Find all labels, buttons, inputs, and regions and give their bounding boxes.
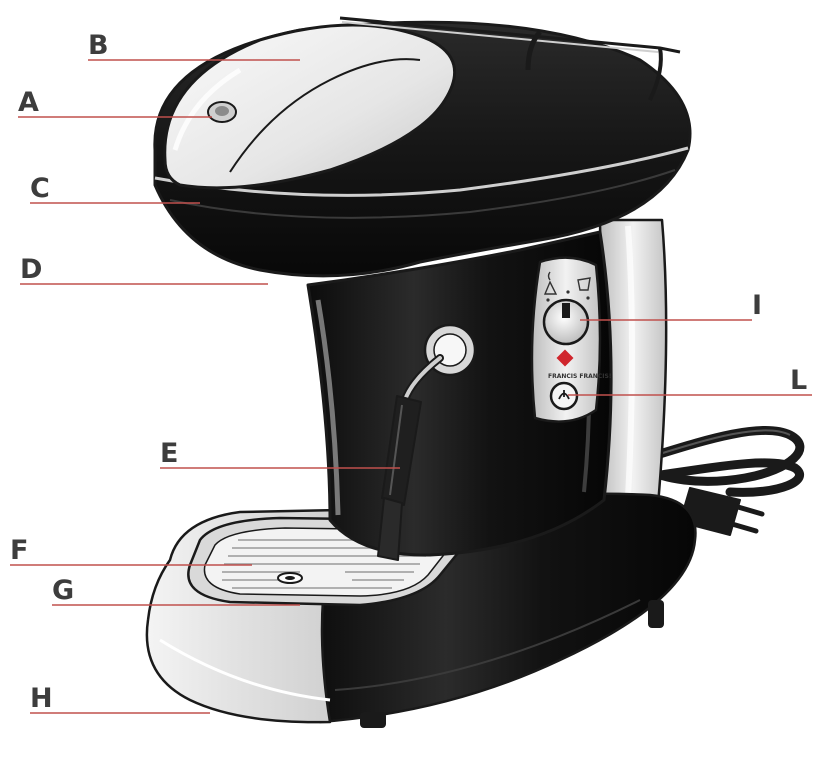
cup-icon [577, 277, 591, 291]
lid-release-button[interactable] [207, 101, 237, 123]
brand-logo: FRANCIS FRANCIS! [548, 349, 612, 380]
callout-letter-g: G [52, 575, 74, 606]
leader-lines [10, 59, 812, 714]
lid [163, 23, 457, 190]
cup-rail [339, 16, 681, 101]
power-button[interactable] [549, 381, 579, 411]
callout-letter-h: H [30, 683, 53, 714]
callout-letter-l: L [790, 365, 807, 396]
callout-letters: A B C D E F G H I L [10, 30, 807, 714]
rear-column [598, 218, 668, 507]
callout-letter-d: D [20, 254, 42, 285]
selector-knob[interactable] [542, 298, 590, 346]
steam-wand [377, 323, 477, 561]
callout-letter-f: F [10, 535, 28, 566]
brand-label: FRANCIS FRANCIS! [548, 373, 612, 380]
callout-letter-b: B [88, 30, 109, 61]
control-panel: FRANCIS FRANCIS! [530, 256, 612, 423]
steam-icon [543, 271, 558, 295]
callout-letter-e: E [160, 438, 178, 469]
callout-letter-c: C [30, 173, 50, 204]
callout-letter-i: I [752, 290, 762, 321]
callout-letter-a: A [18, 87, 39, 118]
